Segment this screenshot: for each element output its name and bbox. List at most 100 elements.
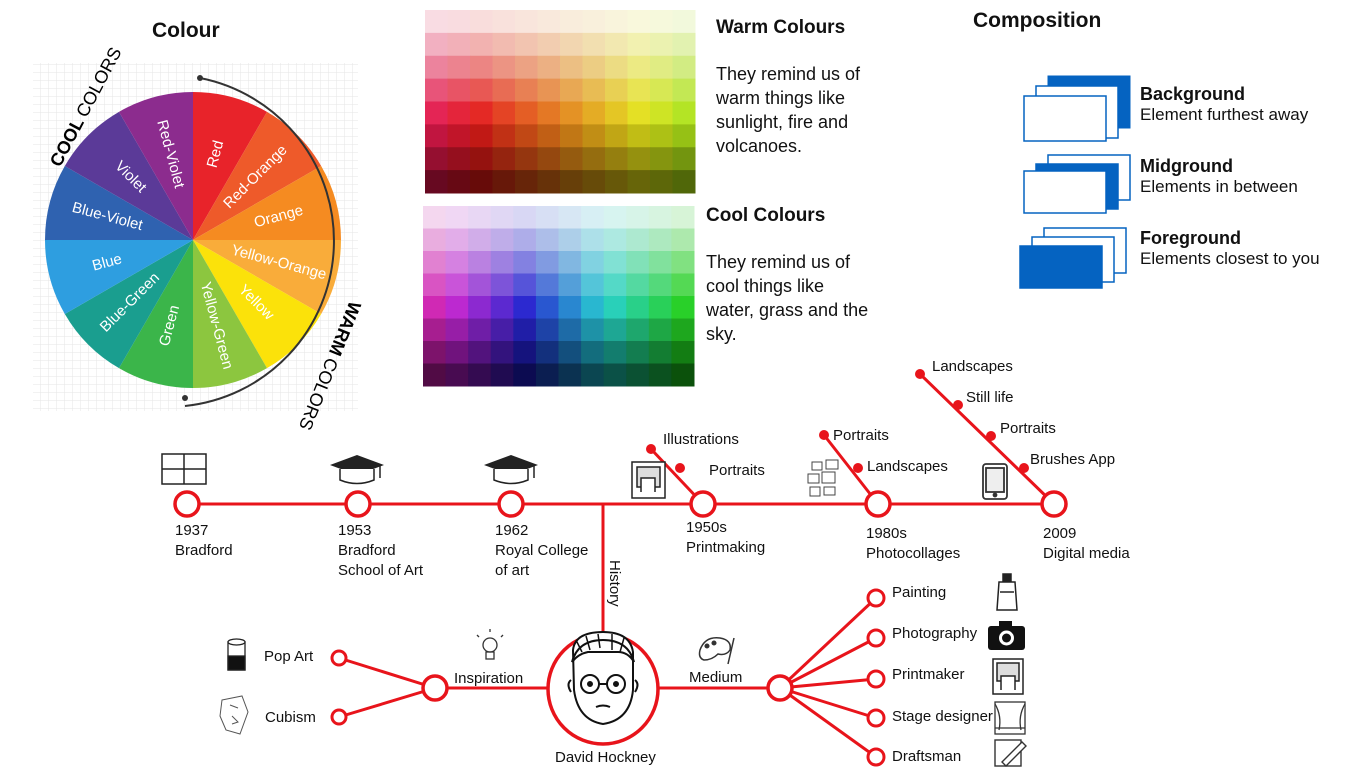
leaf-node[interactable] xyxy=(330,649,348,667)
warm-swatch xyxy=(627,170,651,194)
leaf-node[interactable] xyxy=(330,708,348,726)
wheel-segment xyxy=(119,92,193,240)
medium-node[interactable] xyxy=(766,674,794,702)
stop-place: Bradford xyxy=(338,542,396,559)
warm-swatch xyxy=(650,10,673,34)
leaf-node[interactable] xyxy=(866,708,886,728)
warm-swatch xyxy=(515,32,538,57)
warm-swatch xyxy=(560,101,583,125)
stop-place: Photocollages xyxy=(866,545,961,562)
medium-item-photography: Photography xyxy=(892,625,978,642)
cool-swatch xyxy=(626,251,650,274)
arc-dot xyxy=(182,395,188,401)
branch-label-still-life: Still life xyxy=(966,389,1014,406)
layer-description: Elements closest to you xyxy=(1140,249,1320,268)
medium-label: Medium xyxy=(689,669,743,686)
warm-swatch xyxy=(470,10,493,34)
timeline-stop-1950s: 1950s Printmaking xyxy=(686,518,765,558)
wheel-segment xyxy=(119,240,193,388)
cool-swatch xyxy=(445,206,469,229)
warm-swatch xyxy=(492,78,516,102)
cool-swatch xyxy=(513,296,537,319)
branch-dot[interactable] xyxy=(915,369,925,379)
timeline-node[interactable] xyxy=(864,490,892,518)
branch-label-illustrations: Illustrations xyxy=(663,431,739,448)
timeline-stop-2009: 2009 Digital media xyxy=(1043,524,1130,564)
warm-arc xyxy=(184,77,335,407)
timeline-node[interactable] xyxy=(1040,490,1068,518)
timeline-stop-1937: 1937 Bradford xyxy=(175,521,233,561)
branch-dot[interactable] xyxy=(986,431,996,441)
cool-swatch xyxy=(581,228,605,252)
warm-swatch xyxy=(537,10,561,34)
timeline-stop-1962: 1962 Royal College of art xyxy=(495,521,588,581)
history-label: History xyxy=(606,560,623,607)
layer-name: Background xyxy=(1140,84,1246,104)
cool-swatch xyxy=(671,318,695,342)
stop-place: Printmaking xyxy=(686,539,766,556)
branch-dot[interactable] xyxy=(853,463,863,473)
branch-line xyxy=(822,434,880,505)
cool-swatch xyxy=(468,251,492,274)
background-layer-icon xyxy=(1023,75,1131,142)
branch-dot[interactable] xyxy=(953,400,963,410)
cool-swatch xyxy=(468,273,492,297)
cool-swatch xyxy=(558,251,582,274)
warm-swatch xyxy=(672,170,696,194)
lightbulb-icon xyxy=(476,629,504,660)
cool-swatch xyxy=(581,273,605,297)
cool-swatch xyxy=(603,363,627,387)
warm-swatch xyxy=(425,10,448,34)
warm-swatch xyxy=(515,78,538,102)
cool-swatch xyxy=(671,228,695,252)
cool-swatch xyxy=(648,206,672,229)
cool-swatch xyxy=(648,363,672,387)
wheel-segment xyxy=(193,92,267,240)
warm-swatch xyxy=(425,55,448,80)
timeline-node[interactable] xyxy=(497,490,525,518)
stage-icon xyxy=(994,701,1026,735)
branch-line xyxy=(779,686,877,759)
warm-swatch xyxy=(470,78,493,102)
branch-line xyxy=(779,686,877,720)
warm-swatch xyxy=(560,55,583,80)
leaf-node[interactable] xyxy=(866,747,886,767)
warm-swatch xyxy=(425,124,448,148)
cool-swatch xyxy=(513,228,537,252)
branch-dot[interactable] xyxy=(819,430,829,440)
cool-swatch xyxy=(513,341,537,364)
cool-swatch xyxy=(490,273,514,297)
branch-dot[interactable] xyxy=(1019,463,1029,473)
timeline-node[interactable] xyxy=(344,490,372,518)
cool-swatch xyxy=(626,341,650,364)
warm-swatch xyxy=(470,124,493,148)
cool-swatch xyxy=(626,206,650,229)
warm-swatch xyxy=(537,78,561,102)
timeline-node[interactable] xyxy=(173,490,201,518)
midground-layer-icon xyxy=(1023,154,1131,214)
cool-swatch xyxy=(513,318,537,342)
cool-swatch xyxy=(468,206,492,229)
inspiration-node[interactable] xyxy=(421,674,449,702)
warm-swatch xyxy=(627,78,651,102)
cool-swatch xyxy=(490,206,514,229)
leaf-node[interactable] xyxy=(866,588,886,608)
warm-swatch xyxy=(605,124,628,148)
warm-swatch xyxy=(582,55,606,80)
layer-description: Elements in between xyxy=(1140,177,1298,196)
leaf-node[interactable] xyxy=(866,628,886,648)
warm-swatch xyxy=(537,147,561,171)
branch-dot[interactable] xyxy=(675,463,685,473)
warm-swatch xyxy=(605,147,628,171)
inspiration-item-pop-art: Pop Art xyxy=(264,648,314,665)
warm-swatch xyxy=(447,147,471,171)
warm-swatch xyxy=(627,124,651,148)
leaf-node[interactable] xyxy=(866,669,886,689)
warm-swatch xyxy=(492,147,516,171)
branch-dot[interactable] xyxy=(646,444,656,454)
cool-swatch xyxy=(648,228,672,252)
david-hockney-portrait xyxy=(567,630,639,726)
warm-swatch xyxy=(447,170,471,194)
timeline-node[interactable] xyxy=(689,490,717,518)
